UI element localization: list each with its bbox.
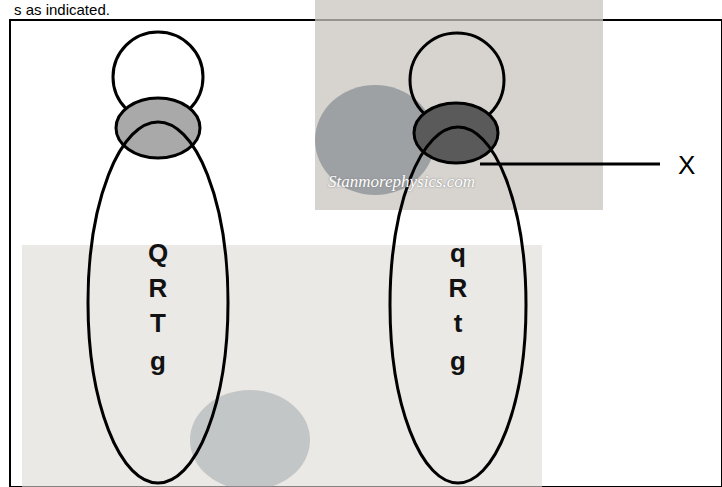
chromosome-outline — [86, 120, 230, 485]
centromere — [116, 98, 200, 158]
centromere — [414, 103, 498, 163]
allele-letter: R — [149, 275, 168, 301]
watermark-photo — [315, 0, 603, 210]
callout-letter: X — [678, 152, 695, 178]
allele-letter: t — [454, 310, 463, 336]
leader-line — [480, 163, 660, 166]
allele-letter: R — [449, 275, 468, 301]
allele-letter: q — [450, 240, 466, 266]
frame — [10, 20, 722, 487]
chromosome-arm: QRTg — [86, 120, 230, 485]
allele-letter: Q — [148, 240, 168, 266]
allele-letter: g — [450, 348, 466, 374]
allele-letter: g — [150, 348, 166, 374]
allele-letter: T — [150, 310, 166, 336]
note-text: s as indicated. — [14, 2, 110, 17]
watermark-pot — [190, 390, 310, 487]
watermark: Stanmorephysics.com — [328, 173, 475, 190]
